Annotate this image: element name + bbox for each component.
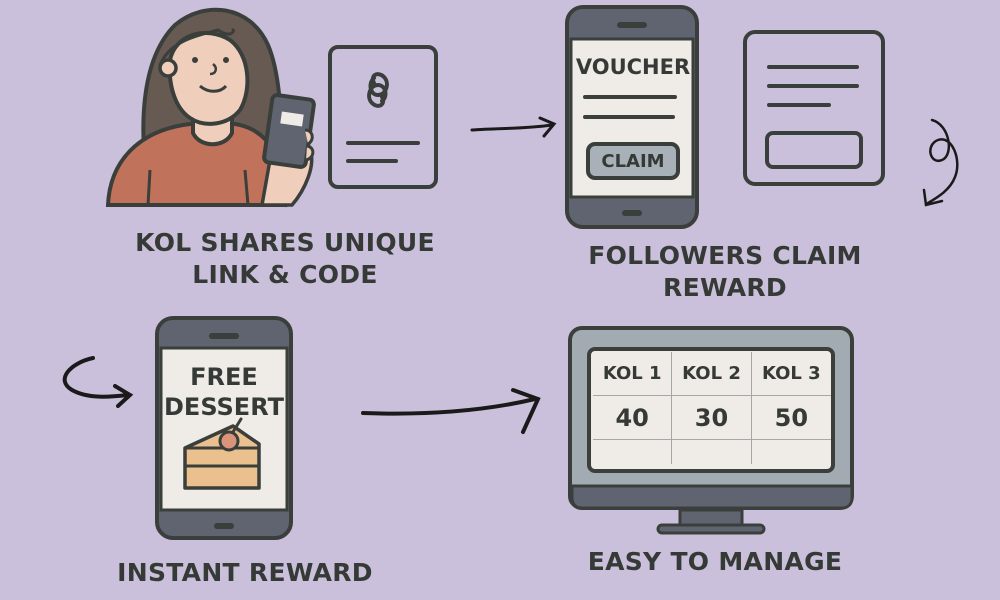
monitor-icon <box>568 326 854 535</box>
form-card-icon <box>743 30 885 186</box>
claim-button[interactable]: CLAIM <box>586 142 680 180</box>
step1-caption-line2: LINK & CODE <box>192 260 378 289</box>
dessert-text: FREE DESSERT <box>163 362 285 422</box>
step1-caption: KOL SHARES UNIQUE LINK & CODE <box>120 227 450 291</box>
table-value-kol3: 50 <box>751 396 831 440</box>
step3-caption: INSTANT REWARD <box>117 558 373 587</box>
curly-arrow-down-icon <box>922 118 959 207</box>
table-header-kol1: KOL 1 <box>593 352 673 396</box>
table-value-kol1: 40 <box>593 396 673 440</box>
link-card-icon <box>328 45 438 189</box>
table-empty-cell <box>752 440 831 464</box>
curved-arrow-right-icon <box>62 356 134 408</box>
dessert-line2: DESSERT <box>164 393 284 421</box>
arrow-right-icon <box>361 388 541 434</box>
step2-caption-line1: FOLLOWERS CLAIM <box>588 241 862 270</box>
dessert-line1: FREE <box>190 363 258 391</box>
table-header-kol3: KOL 3 <box>751 352 831 396</box>
arrow-right-icon <box>470 116 557 138</box>
step1-caption-line1: KOL SHARES UNIQUE <box>135 228 435 257</box>
step2-caption: FOLLOWERS CLAIM REWARD <box>570 240 880 304</box>
table-empty-cell <box>672 440 752 464</box>
voucher-phone-icon <box>565 5 699 229</box>
step2-caption-line2: REWARD <box>663 273 787 302</box>
voucher-title: VOUCHER <box>575 55 691 79</box>
table-value-kol2: 30 <box>672 396 752 440</box>
table-header-kol2: KOL 2 <box>672 352 752 396</box>
kol-stats-table: KOL 1 KOL 2 KOL 3 40 30 50 <box>593 352 831 464</box>
dessert-phone-icon <box>155 316 293 540</box>
step4-caption: EASY TO MANAGE <box>587 547 843 576</box>
table-empty-cell <box>593 440 673 464</box>
